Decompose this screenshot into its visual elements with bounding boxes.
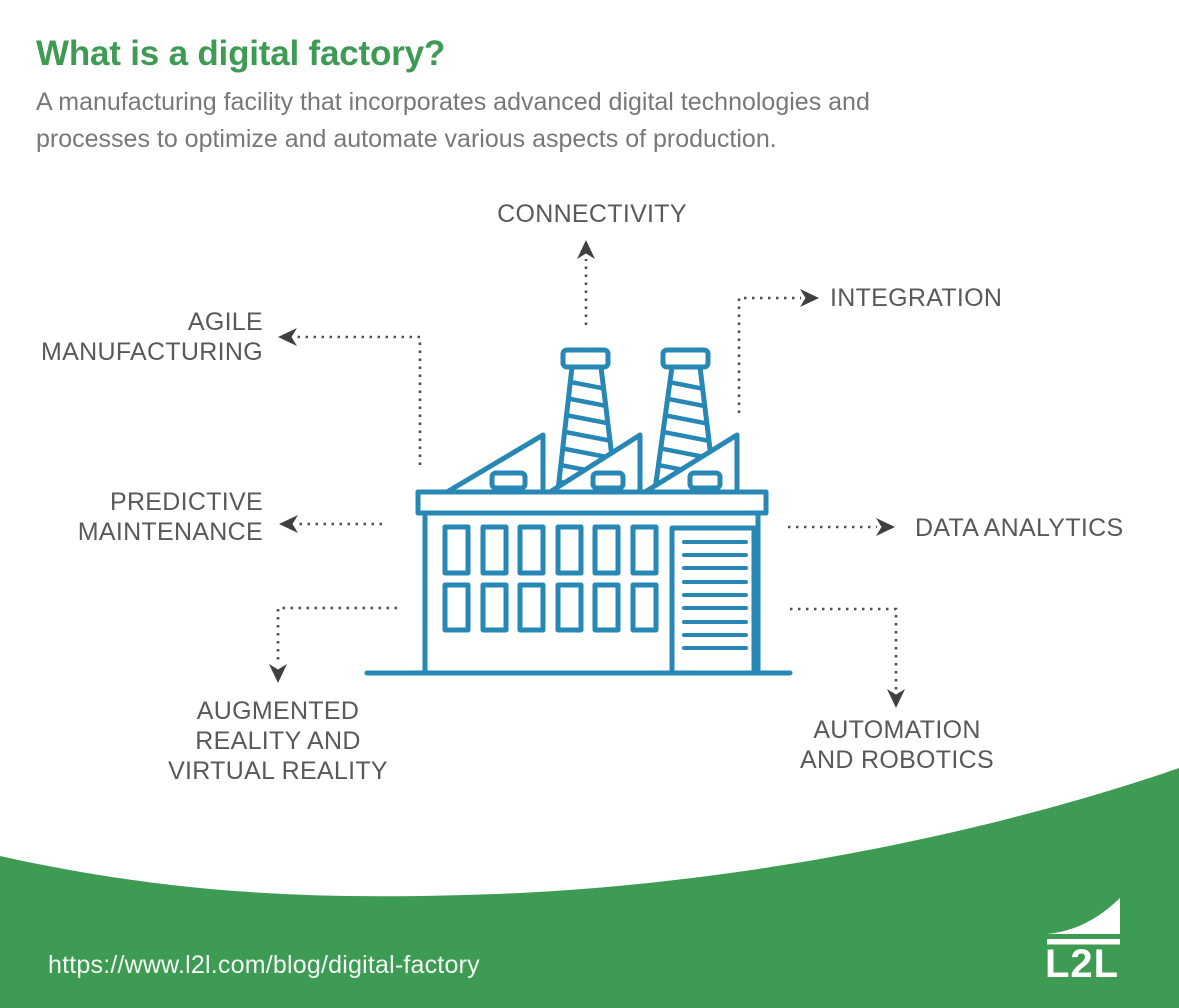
page-title: What is a digital factory? — [36, 34, 446, 73]
page-subtitle: A manufacturing facility that incorporat… — [36, 88, 870, 153]
label-predictive-maintenance: PREDICTIVE MAINTENANCE — [77, 488, 263, 546]
label-data-analytics: DATA ANALYTICS — [915, 514, 1124, 542]
label-automation-robotics: AUTOMATION AND ROBOTICS — [800, 716, 994, 774]
label-connectivity: CONNECTIVITY — [497, 200, 687, 228]
connector-data-analytics — [788, 518, 895, 536]
chimney-right — [652, 347, 718, 493]
l2l-swoosh-icon — [1047, 898, 1120, 945]
roller-door — [669, 525, 757, 676]
label-augmented-virtual-reality: AUGMENTED REALITY AND VIRTUAL REALITY — [168, 697, 388, 785]
label-integration: INTEGRATION — [830, 284, 1003, 312]
windows — [442, 524, 659, 633]
connector-connectivity — [577, 240, 595, 325]
footer-wave — [0, 768, 1179, 1008]
roof-band — [415, 489, 769, 516]
source-url: https://www.l2l.com/blog/digital-factory — [48, 951, 480, 979]
sawtooth-roofs — [444, 432, 740, 495]
l2l-logo-text: L2L — [1045, 942, 1120, 986]
factory-icon — [364, 347, 793, 676]
l2l-logo: L2L — [1045, 898, 1125, 986]
label-agile-manufacturing: AGILE MANUFACTURING — [41, 308, 263, 366]
connector-automation-robotics — [790, 607, 905, 708]
